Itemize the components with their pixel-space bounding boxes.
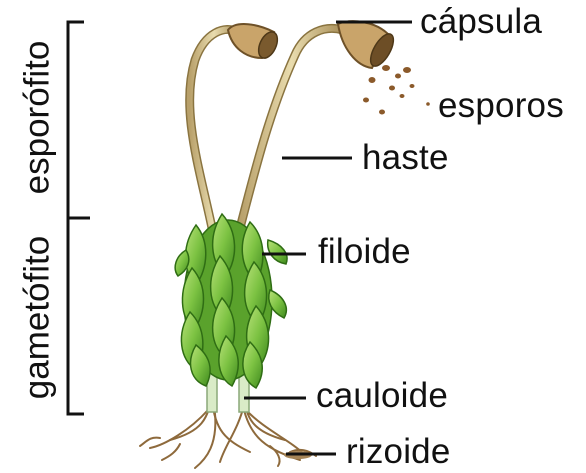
- label-capsula: cápsula: [420, 4, 542, 39]
- label-gametofito: gametófito: [20, 233, 55, 403]
- label-cauloide: cauloide: [316, 378, 448, 413]
- label-haste: haste: [362, 140, 449, 175]
- label-filoide: filoide: [318, 234, 411, 269]
- filoide-cluster: [175, 214, 287, 388]
- label-esporofito: esporófito: [20, 33, 55, 203]
- capsula-left: [228, 24, 281, 61]
- label-esporos: esporos: [438, 88, 564, 123]
- spores: [363, 65, 430, 115]
- bracket-line: [68, 22, 90, 414]
- label-rizoide: rizoide: [346, 434, 451, 469]
- capsula-right: [338, 21, 398, 69]
